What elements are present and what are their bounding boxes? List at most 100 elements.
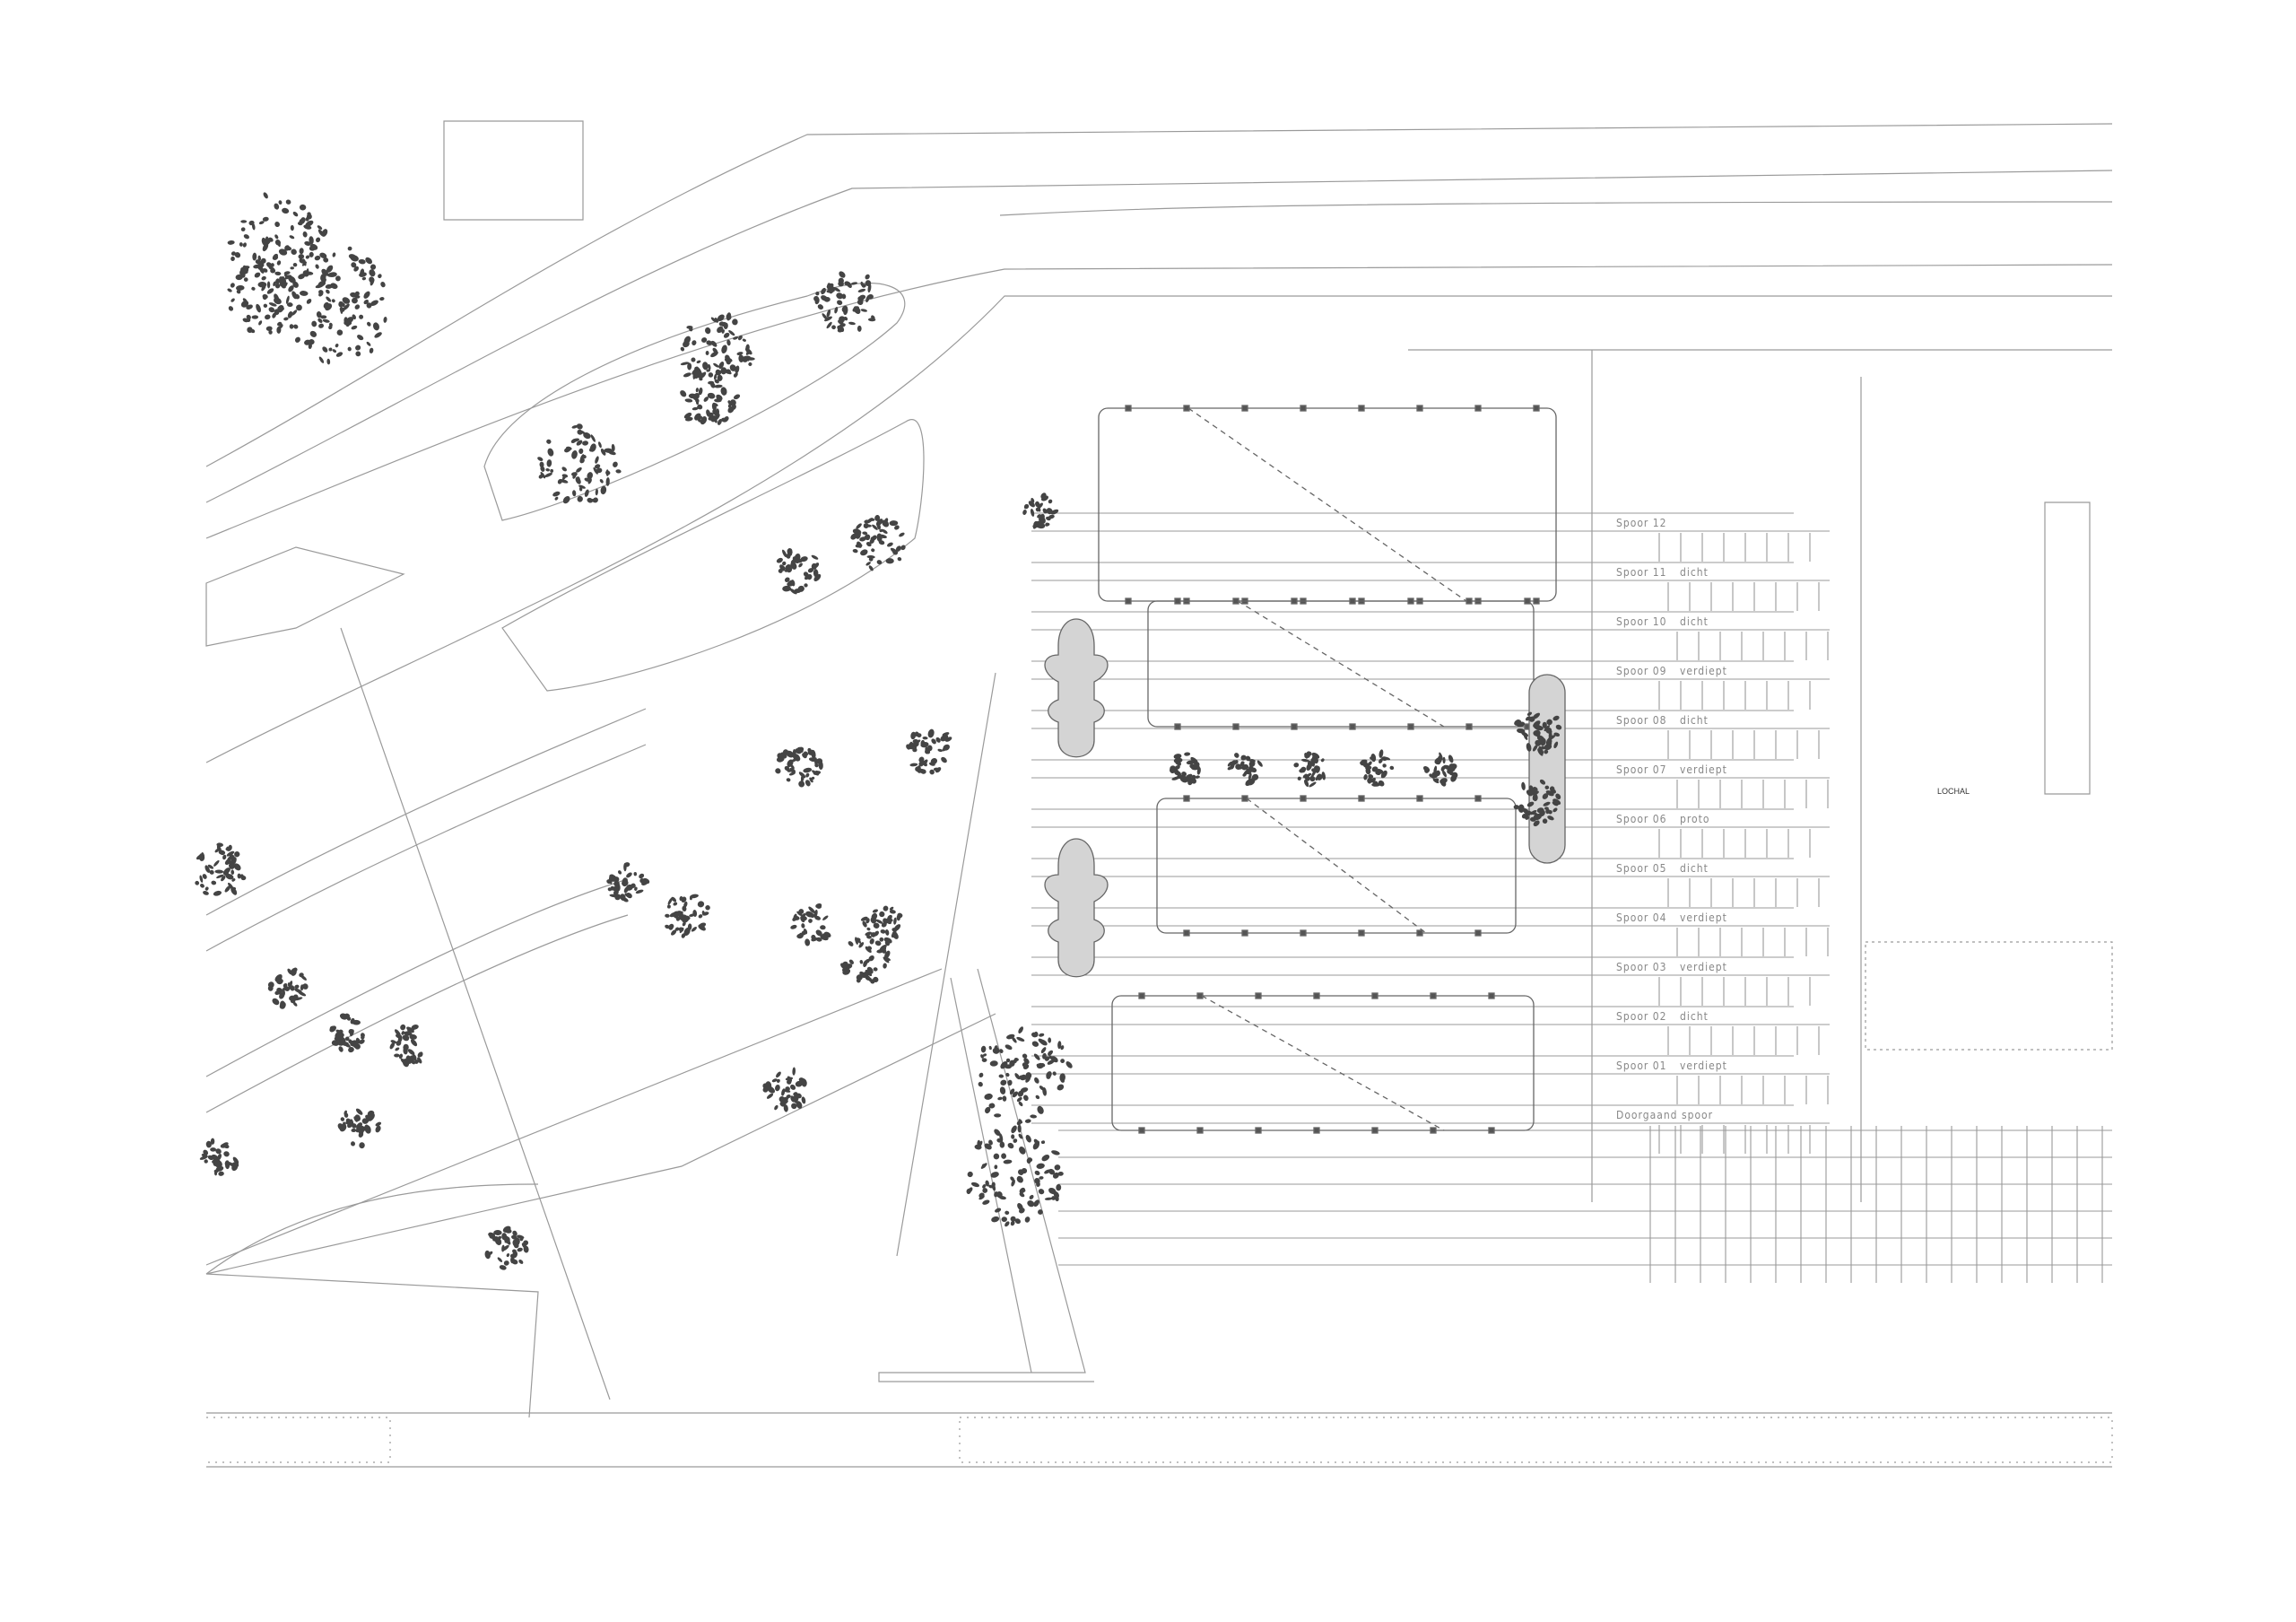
track-name: Spoor 06: [1616, 813, 1667, 825]
column: [1430, 1127, 1437, 1134]
path-diagonal: [896, 672, 996, 1257]
tree-icon: [813, 271, 876, 333]
road-south: [959, 1417, 2113, 1463]
column: [1255, 1127, 1262, 1134]
tree-icon: [1227, 753, 1263, 787]
tree-icon: [1293, 751, 1326, 788]
track-name: Spoor 01: [1616, 1060, 1667, 1072]
column: [1232, 723, 1239, 730]
track-status: proto: [1680, 813, 1710, 825]
lochal-building: [2044, 501, 2091, 795]
path-diagonal: [205, 1013, 996, 1275]
tree-icon: [1514, 711, 1562, 756]
tree-icon: [1170, 752, 1201, 786]
column: [1183, 795, 1190, 802]
track-status: dicht: [1680, 862, 1709, 875]
column: [1358, 405, 1365, 412]
column: [1465, 723, 1473, 730]
platform-south: [205, 1273, 539, 1418]
tree-icon: [1360, 749, 1395, 787]
plot-line: [443, 120, 584, 221]
column: [1174, 723, 1181, 730]
entrance-hall: [1865, 941, 2113, 1051]
tree-icon: [1422, 752, 1458, 787]
column: [1474, 405, 1482, 412]
station-frame: [1408, 349, 2112, 1202]
column: [1313, 1127, 1320, 1134]
column: [1488, 1127, 1495, 1134]
pavilion: [1044, 838, 1109, 978]
tree-icon: [337, 1108, 382, 1149]
tree-icon: [199, 1138, 239, 1176]
track-status: dicht: [1680, 1010, 1709, 1023]
column: [1349, 597, 1356, 605]
column: [1524, 597, 1531, 605]
tree-icon: [606, 862, 650, 903]
void-line: [1237, 600, 1445, 728]
tree-icon: [1022, 493, 1059, 529]
track-status: verdiept: [1680, 1060, 1727, 1072]
road-curve: [205, 170, 2113, 503]
tree-icon: [195, 842, 247, 896]
track-name: Spoor 09: [1616, 665, 1667, 677]
tree-icon: [665, 894, 710, 938]
path-diagonal: [340, 627, 611, 1400]
track-name: Spoor 12: [1616, 517, 1667, 529]
column: [1241, 405, 1248, 412]
tree-icon: [1513, 779, 1561, 827]
column: [1465, 597, 1473, 605]
column: [1196, 1127, 1204, 1134]
tree-icon: [790, 903, 831, 946]
column: [1533, 405, 1540, 412]
paving: [205, 546, 405, 647]
track-name: Spoor 07: [1616, 763, 1667, 776]
path-diagonal: [205, 744, 647, 952]
void-line: [1246, 798, 1427, 934]
path-diagonal: [205, 708, 647, 916]
column: [1416, 929, 1423, 937]
column: [1533, 597, 1540, 605]
track-status: dicht: [1680, 714, 1709, 727]
track-name: Spoor 11: [1616, 566, 1667, 579]
column: [1300, 405, 1307, 412]
track-status: verdiept: [1680, 763, 1727, 776]
path-diagonal: [205, 968, 943, 1266]
column: [1313, 992, 1320, 999]
track-name: Spoor 10: [1616, 615, 1667, 628]
column: [1416, 405, 1423, 412]
track-status: verdiept: [1680, 665, 1727, 677]
road-curve: [205, 123, 2113, 467]
tree-icon: [537, 423, 622, 504]
tree-icon: [276, 246, 387, 365]
column: [1349, 723, 1356, 730]
column: [1371, 1127, 1378, 1134]
path-diagonal: [205, 914, 629, 1113]
tree-icon: [484, 1225, 529, 1270]
track-name: Spoor 05: [1616, 862, 1667, 875]
pavilion: [1528, 674, 1566, 864]
bridge: [878, 968, 1094, 1382]
column: [1430, 992, 1437, 999]
planter: [483, 283, 906, 521]
planter: [501, 419, 925, 692]
column: [1138, 992, 1145, 999]
column: [1174, 597, 1181, 605]
column: [1407, 723, 1414, 730]
column: [1358, 795, 1365, 802]
road-curve: [205, 264, 2113, 539]
tree-icon: [966, 1124, 1064, 1227]
column: [1300, 795, 1307, 802]
tree-icon: [389, 1024, 423, 1068]
road-curve: [205, 295, 2112, 763]
tree-icon: [850, 515, 906, 571]
column: [1291, 597, 1298, 605]
column: [1358, 929, 1365, 937]
track-name: Spoor 02: [1616, 1010, 1667, 1023]
pavilion: [1044, 618, 1109, 758]
tree-icon: [978, 1026, 1073, 1126]
column: [1255, 992, 1262, 999]
tree-icon: [267, 967, 309, 1009]
road-curve: [999, 201, 2113, 216]
track-name: Doorgaand spoor: [1616, 1109, 1714, 1121]
track-name: Spoor 04: [1616, 911, 1667, 924]
